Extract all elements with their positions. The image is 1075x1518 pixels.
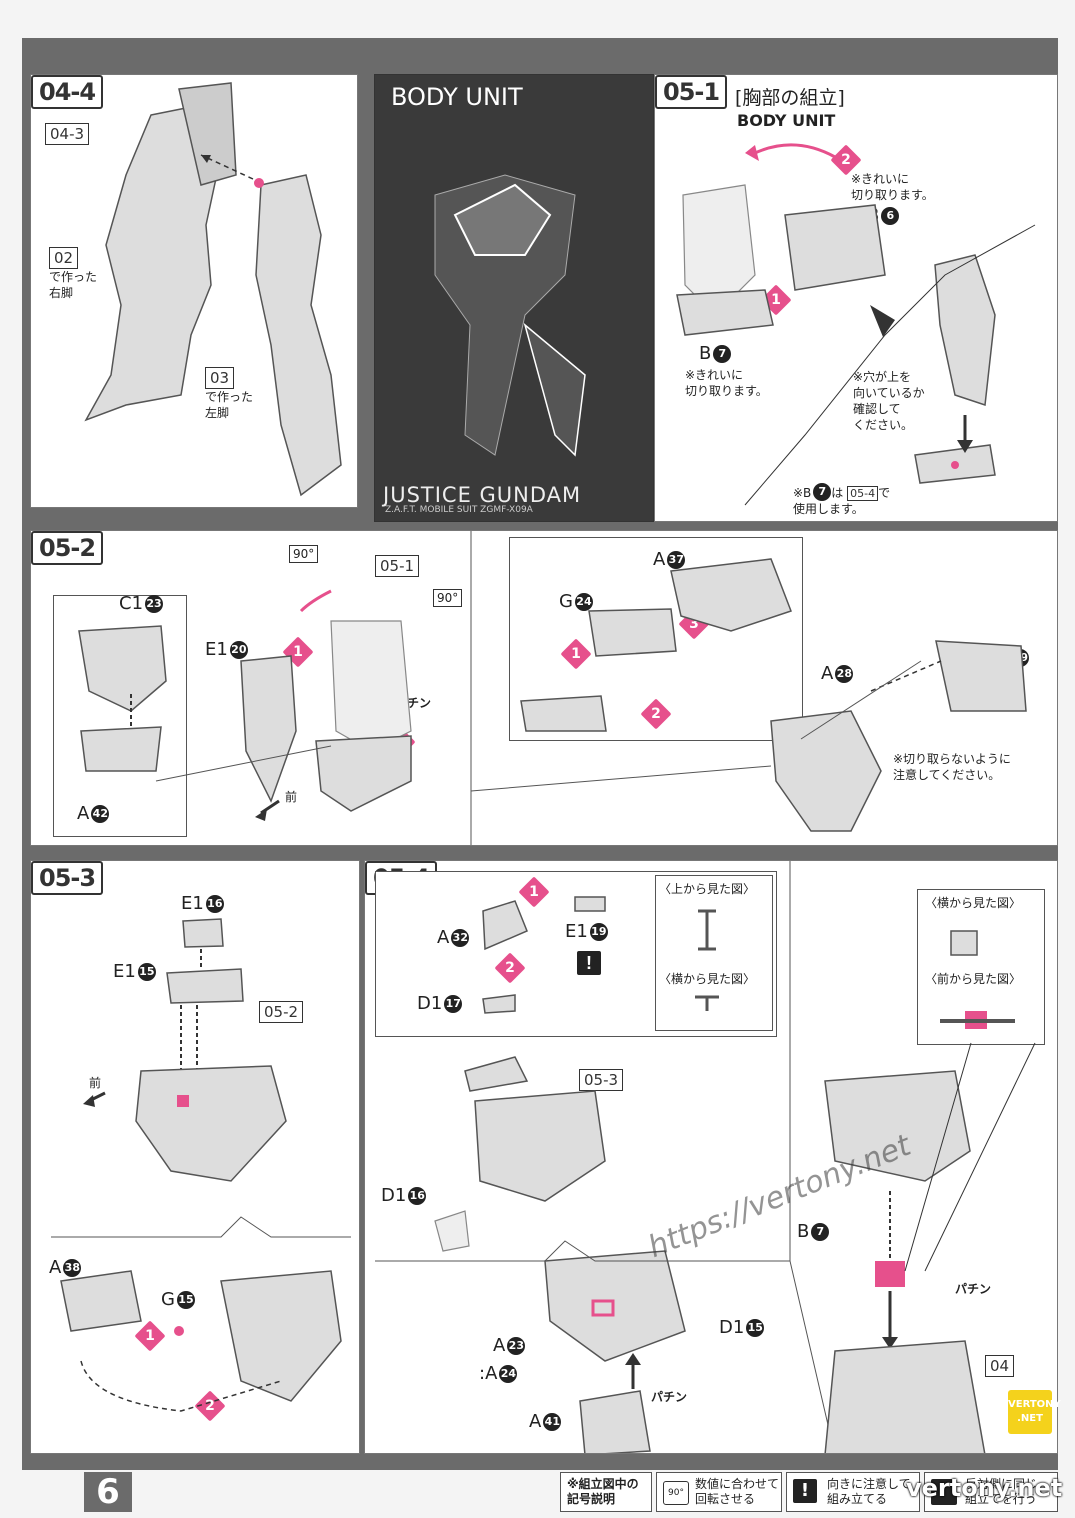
rotate-90-right: 90° (433, 589, 463, 607)
watermark-bottom: vertony.net (906, 1474, 1063, 1502)
panel-04-4: 04-4 04-3 02 で作った 右脚 03 で作った 左脚 (30, 74, 358, 508)
mech-silhouette (434, 174, 586, 457)
clean-cut-note-2: ※きれいに 切り取ります。 (685, 368, 768, 398)
ref-04: 04 (985, 1355, 1015, 1377)
chest-parts-illustration (676, 143, 1036, 506)
chest-subassembly-illustration (470, 558, 1027, 832)
ref-04-3: 04-3 (45, 123, 90, 145)
section-title-ja: [胸部の組立] (735, 87, 845, 109)
left-leg-note: で作った 左脚 (205, 390, 254, 420)
section-title-en: BODY UNIT (737, 111, 836, 130)
legend-orientation: ! 向きに注意して 組み立てる (786, 1472, 920, 1512)
view-top-label: 〈上から見た図〉 (659, 882, 756, 896)
ref-05-1: 05-1 (375, 555, 420, 577)
ref-05-2: 05-2 (259, 1001, 304, 1023)
front-label: 前 (89, 1076, 102, 1090)
legs-illustration (84, 82, 342, 497)
rotate-90-left: 90° (289, 545, 319, 563)
step-label: 05-1 (655, 75, 728, 109)
legend-title: ※組立図中の 記号説明 (560, 1472, 652, 1512)
view-side-label: 〈横から見た図〉 (659, 972, 756, 986)
right-leg-note: で作った 右脚 (49, 270, 98, 300)
panel-05-1: 05-1 [胸部の組立] BODY UNIT 2 ※きれいに 切り取ります。 B… (654, 74, 1058, 522)
mirror-icon (931, 1479, 957, 1505)
rotate-icon: 90° (663, 1481, 689, 1505)
step-label: 05-2 (31, 531, 104, 565)
torso-lower-illustration (51, 918, 351, 1412)
legend-opposite-side: 反対側に同じ 組立てを行う (924, 1472, 1058, 1512)
banner-title: BODY UNIT (391, 83, 523, 111)
mech-name: JUSTICE GUNDAM (383, 483, 582, 507)
body-assembly-illustration (375, 861, 1036, 1453)
view-side-label-right: 〈横から見た図〉 (925, 896, 1022, 910)
clean-cut-note-1: ※きれいに 切り取ります。 (851, 172, 934, 202)
legend-rotate: 90° 数値に合わせて 回転させる (656, 1472, 782, 1512)
body-unit-banner: BODY UNIT JUSTICE GUNDAM Z.A.F.T. MOBILE… (374, 74, 654, 522)
snap-text: パチン (651, 1390, 688, 1404)
ref-02: 02 (49, 247, 79, 269)
view-boxes (655, 875, 773, 1031)
mech-subtitle: Z.A.F.T. MOBILE SUIT ZGMF-X09A (385, 505, 533, 515)
view-front-label-right: 〈前から見た図〉 (925, 972, 1022, 986)
front-label: 前 (285, 790, 298, 804)
watermark-badge: VERTONY .NET (1008, 1390, 1061, 1434)
ref-03: 03 (205, 367, 235, 389)
step-label: 05-3 (31, 861, 104, 895)
orientation-icon: ! (793, 1479, 817, 1503)
no-cut-note: ※切り取らないように 注意してください。 (893, 752, 1011, 782)
waist-assembly-illustration (78, 531, 472, 845)
page-number: 6 (84, 1472, 132, 1512)
hole-check-note: ※穴が上を 向いているか 確認して ください。 (853, 370, 925, 432)
orientation-warning-icon: ! (577, 951, 601, 975)
ref-05-3: 05-3 (579, 1069, 624, 1091)
step-label: 04-4 (31, 75, 104, 109)
snap-text-right: パチン (955, 1282, 992, 1296)
